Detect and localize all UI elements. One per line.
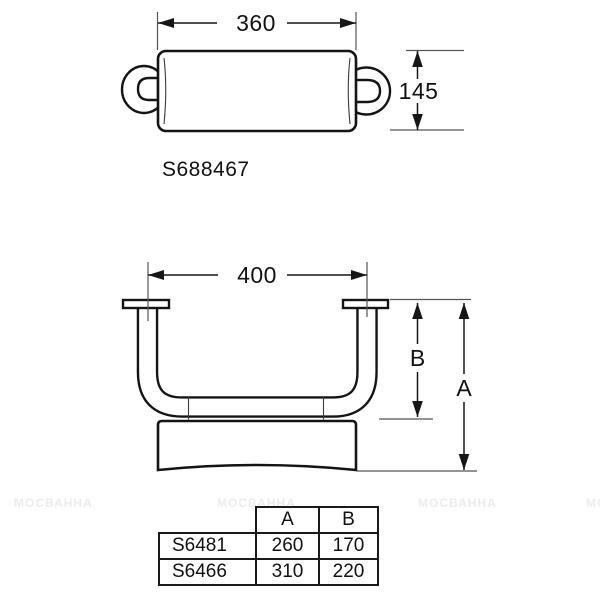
dimension-360-label: 360 [236, 10, 276, 36]
dimension-b-label: B [410, 345, 425, 371]
arrow-up-icon [412, 51, 423, 67]
cushion-contour-line [347, 57, 351, 125]
spec-table: A B S6481 260 170 S6466 310 220 [158, 506, 379, 586]
arrow-right-icon [351, 270, 367, 280]
table-row: S6466 310 220 [158, 558, 379, 586]
dimension-145: 145 [390, 49, 464, 131]
dimension-360: 360 [156, 10, 357, 50]
value-b-cell: 170 [318, 532, 379, 560]
arrow-down-icon [458, 454, 470, 470]
dimension-400-label: 400 [237, 262, 277, 288]
model-cell: S6466 [158, 558, 257, 586]
table-row: S6481 260 170 [158, 532, 379, 560]
hook-slot [353, 78, 382, 104]
watermark-text: МОСВАННА [586, 496, 600, 510]
model-cell: S6481 [158, 532, 257, 560]
value-a-cell: 310 [255, 558, 320, 586]
grab-bar-side-view: 400 B A [121, 262, 478, 472]
dimension-b: B [379, 303, 433, 420]
watermark-text: МОСВАННА [14, 496, 93, 510]
part-number-label: S688467 [162, 158, 250, 181]
backrest-front-view: 360 145 [120, 10, 464, 181]
label-mask [402, 79, 435, 103]
watermark-text: МОСВАННА [418, 496, 497, 510]
arrow-left-icon [148, 270, 164, 280]
table-header-row: A B [159, 506, 379, 534]
label-mask [404, 344, 431, 372]
arrow-down-icon [412, 114, 423, 130]
grab-bar-tube-fill [139, 307, 376, 416]
backrest-cushion-body [156, 49, 358, 133]
seat-cushion-body [156, 419, 358, 472]
table-corner-cell [159, 507, 256, 533]
arrow-up-icon [458, 303, 470, 319]
grab-bar-tube-outline [136, 307, 378, 418]
dimension-400: 400 [147, 262, 368, 321]
cushion-contour-line [163, 57, 167, 125]
column-header-b: B [318, 506, 379, 534]
right-wall-flange [341, 298, 390, 310]
arrow-left-icon [158, 18, 174, 28]
arrow-right-icon [340, 18, 356, 28]
left-wall-flange [121, 298, 171, 310]
dimension-145-label: 145 [399, 78, 439, 104]
dimension-a: A [357, 303, 478, 472]
hook-slot [136, 76, 160, 102]
label-mask [450, 374, 478, 402]
arrow-down-icon [412, 401, 423, 417]
arrow-up-icon [412, 303, 423, 319]
column-header-a: A [255, 506, 320, 534]
dimension-a-label: A [456, 375, 472, 401]
value-a-cell: 260 [255, 532, 320, 560]
value-b-cell: 220 [318, 558, 379, 586]
